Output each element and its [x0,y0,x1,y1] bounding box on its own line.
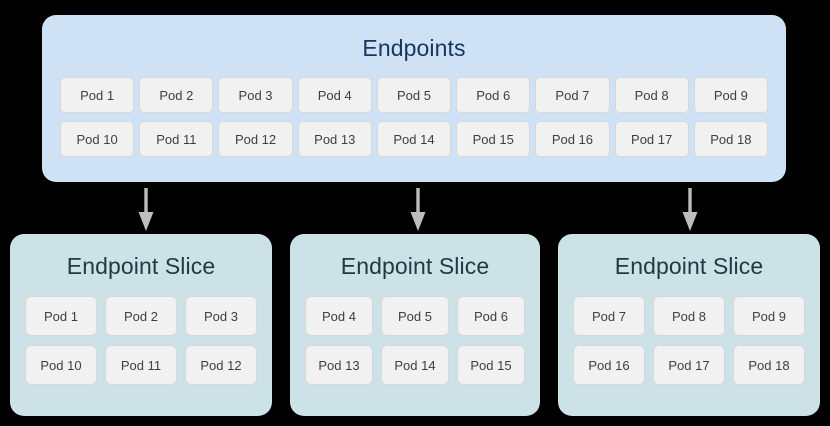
pod-chip[interactable]: Pod 12 [218,121,293,157]
pod-chip[interactable]: Pod 6 [456,77,531,113]
pod-chip[interactable]: Pod 5 [381,296,449,336]
pod-chip[interactable]: Pod 4 [297,77,372,113]
pod-chip[interactable]: Pod 15 [457,345,525,385]
endpoint-slice-pod-grid: Pod 1 Pod 2 Pod 3 Pod 10 Pod 11 Pod 12 [10,296,272,385]
pod-chip[interactable]: Pod 18 [733,345,805,385]
endpoints-title: Endpoints [362,35,466,61]
pod-chip[interactable]: Pod 13 [305,345,373,385]
pod-chip[interactable]: Pod 10 [60,121,135,157]
endpoint-slice-container-1: Endpoint Slice Pod 1 Pod 2 Pod 3 Pod 10 … [10,234,272,416]
endpoint-slice-title: Endpoint Slice [340,253,490,279]
pod-chip[interactable]: Pod 14 [376,121,452,157]
pod-chip[interactable]: Pod 7 [573,296,645,336]
endpoint-slice-container-2: Endpoint Slice Pod 4 Pod 5 Pod 6 Pod 13 … [290,234,540,416]
arrow-down-icon [138,188,154,231]
pod-chip[interactable]: Pod 9 [733,296,805,336]
pod-chip[interactable]: Pod 7 [535,77,610,113]
endpoint-slice-pod-row: Pod 13 Pod 14 Pod 15 [305,345,525,385]
pod-chip[interactable]: Pod 14 [381,345,449,385]
pod-chip[interactable]: Pod 1 [25,296,97,336]
pod-chip[interactable]: Pod 15 [456,121,531,157]
endpoint-slice-title: Endpoint Slice [66,253,216,279]
pod-chip[interactable]: Pod 16 [535,121,610,157]
pod-chip[interactable]: Pod 12 [185,345,257,385]
pod-chip[interactable]: Pod 1 [60,77,135,113]
endpoint-slice-pod-grid: Pod 7 Pod 8 Pod 9 Pod 16 Pod 17 Pod 18 [558,296,820,385]
pod-chip[interactable]: Pod 3 [218,77,293,113]
endpoint-slice-container-3: Endpoint Slice Pod 7 Pod 8 Pod 9 Pod 16 … [558,234,820,416]
endpoint-slice-pod-grid: Pod 4 Pod 5 Pod 6 Pod 13 Pod 14 Pod 15 [290,296,540,385]
pod-chip[interactable]: Pod 9 [693,77,768,113]
pod-chip[interactable]: Pod 11 [105,345,177,385]
endpoint-slice-pod-row: Pod 16 Pod 17 Pod 18 [573,345,805,385]
pod-chip[interactable]: Pod 11 [139,121,214,157]
pod-chip[interactable]: Pod 10 [25,345,97,385]
pod-chip[interactable]: Pod 5 [376,77,452,113]
endpoint-slice-pod-row: Pod 10 Pod 11 Pod 12 [25,345,257,385]
endpoint-slice-pod-row: Pod 4 Pod 5 Pod 6 [305,296,525,336]
endpoint-slice-pod-row: Pod 1 Pod 2 Pod 3 [25,296,257,336]
pod-chip[interactable]: Pod 6 [457,296,525,336]
endpoint-slice-pod-row: Pod 7 Pod 8 Pod 9 [573,296,805,336]
endpoints-pod-row: Pod 1 Pod 2 Pod 3 Pod 4 Pod 5 Pod 6 Pod … [60,77,768,113]
endpoints-pod-grid: Pod 1 Pod 2 Pod 3 Pod 4 Pod 5 Pod 6 Pod … [60,77,768,157]
pod-chip[interactable]: Pod 17 [653,345,725,385]
pod-chip[interactable]: Pod 16 [573,345,645,385]
pod-chip[interactable]: Pod 2 [139,77,214,113]
arrow-down-icon [410,188,426,231]
pod-chip[interactable]: Pod 4 [305,296,373,336]
endpoints-container: Endpoints Pod 1 Pod 2 Pod 3 Pod 4 Pod 5 … [42,15,786,182]
pod-chip[interactable]: Pod 13 [297,121,372,157]
pod-chip[interactable]: Pod 18 [693,121,768,157]
pod-chip[interactable]: Pod 8 [614,77,689,113]
pod-chip[interactable]: Pod 2 [105,296,177,336]
arrow-down-icon [682,188,698,231]
pod-chip[interactable]: Pod 17 [614,121,689,157]
pod-chip[interactable]: Pod 8 [653,296,725,336]
endpoint-slice-title: Endpoint Slice [614,253,764,279]
endpoints-pod-row: Pod 10 Pod 11 Pod 12 Pod 13 Pod 14 Pod 1… [60,121,768,157]
pod-chip[interactable]: Pod 3 [185,296,257,336]
